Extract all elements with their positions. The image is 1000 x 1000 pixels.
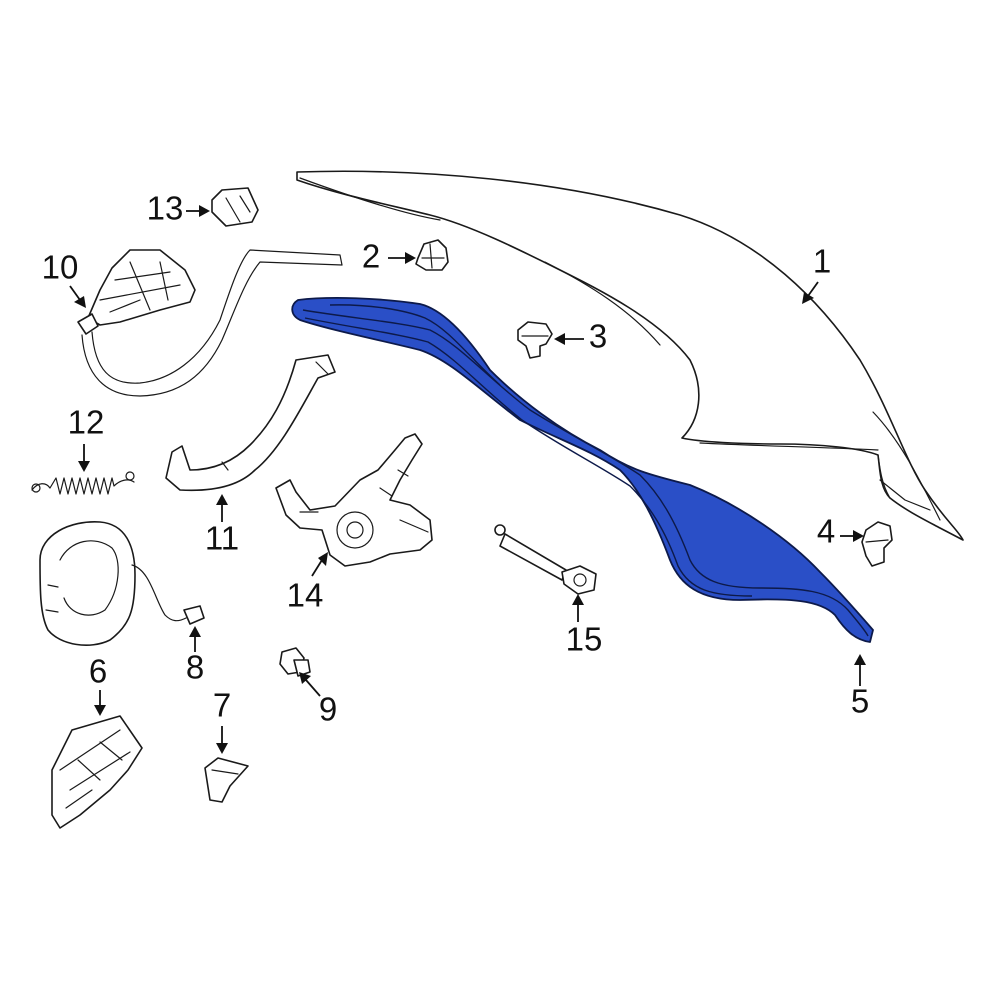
part-3-bumper (517, 321, 553, 359)
part-4-bumper (861, 521, 893, 567)
callout-4[interactable]: 4 (817, 513, 835, 550)
callout-1[interactable]: 1 (813, 243, 831, 280)
part-5-weatherstrip (291, 297, 874, 643)
part-1-trunk-lid (296, 170, 964, 541)
part-14-hinge-motor (275, 433, 433, 567)
callout-11[interactable]: 11 (205, 520, 239, 557)
callout-3[interactable]: 3 (589, 318, 607, 355)
callout-2[interactable]: 2 (362, 238, 380, 275)
callout-15[interactable]: 15 (566, 621, 603, 658)
callout-13[interactable]: 13 (147, 190, 184, 227)
callout-numbers: 1 2 3 4 5 6 7 8 9 10 11 12 13 14 15 (42, 190, 870, 728)
callout-9[interactable]: 9 (319, 691, 337, 728)
callout-10[interactable]: 10 (42, 249, 79, 286)
part-8-wire-harness (39, 521, 205, 646)
part-13-clip (211, 187, 259, 227)
part-11-hinge-arm (165, 354, 336, 492)
part-2-clip (415, 239, 449, 271)
callout-12[interactable]: 12 (68, 404, 105, 441)
part-9-nut (279, 647, 311, 677)
callout-14[interactable]: 14 (287, 577, 324, 614)
callout-7[interactable]: 7 (213, 687, 231, 724)
part-15-gas-strut (494, 524, 597, 595)
part-10-latch-cable (77, 249, 343, 397)
callout-8[interactable]: 8 (186, 649, 204, 686)
callout-6[interactable]: 6 (89, 653, 107, 690)
part-12-spring (31, 471, 135, 495)
callout-leaders (69, 205, 866, 754)
part-7-bracket (204, 757, 249, 803)
callout-5[interactable]: 5 (851, 683, 869, 720)
part-6-lock-actuator (51, 715, 143, 829)
